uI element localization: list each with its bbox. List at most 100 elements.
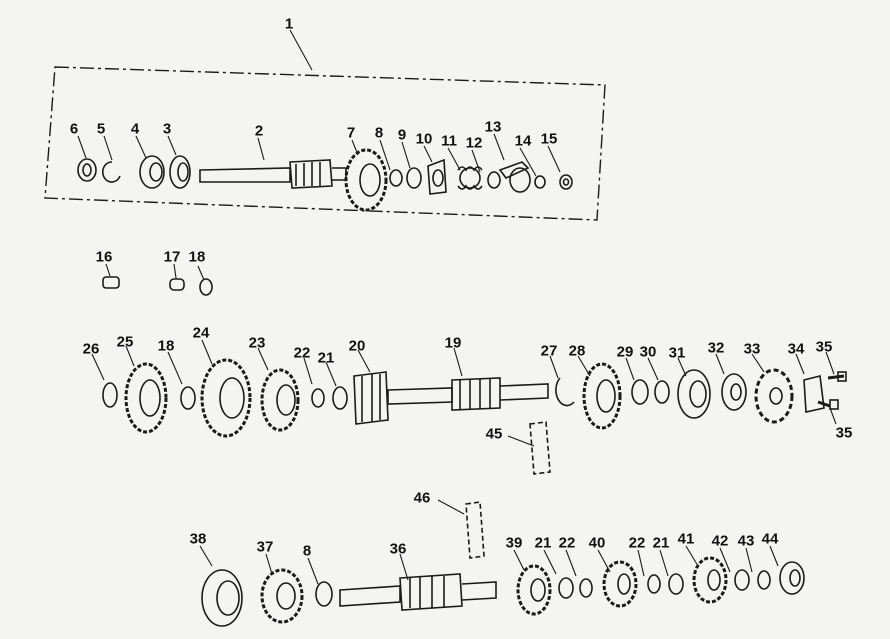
washer-43 [757, 570, 771, 590]
leader-lines-top [77, 29, 561, 177]
callout-32: 32 [707, 339, 725, 357]
pin-17 [169, 278, 185, 291]
bearing-44 [779, 561, 805, 595]
callout-1: 1 [284, 15, 294, 33]
callout-40: 40 [588, 534, 606, 552]
callout-20: 20 [348, 337, 366, 355]
callout-31: 31 [668, 344, 686, 362]
bolt-35-bottom [817, 400, 831, 408]
bearing-4 [139, 155, 165, 189]
callout-2: 2 [254, 122, 264, 140]
callout-25: 25 [116, 333, 134, 351]
callout-41: 41 [677, 530, 695, 548]
shaft-2 [199, 159, 347, 189]
callout-8: 8 [374, 124, 384, 142]
washer-29 [631, 379, 649, 405]
leader-lines-mid [105, 263, 205, 281]
bushing-32 [721, 373, 747, 411]
callout-35-bottom: 35 [835, 424, 853, 442]
ring-22-bottom-a [579, 578, 593, 598]
callout-34: 34 [787, 340, 805, 358]
callout-33: 33 [743, 340, 761, 358]
washer-8-bottom [315, 581, 333, 607]
callout-28: 28 [568, 342, 586, 360]
gear-24 [200, 358, 252, 438]
callout-8-bottom: 8 [302, 542, 312, 560]
gear-7 [344, 148, 388, 212]
washer-18-top [199, 278, 213, 296]
callout-26: 26 [82, 340, 100, 358]
callout-3: 3 [162, 120, 172, 138]
washer-30 [654, 380, 670, 404]
callout-9: 9 [397, 126, 407, 144]
callout-18-mid: 18 [157, 337, 175, 355]
washer-6 [77, 158, 97, 182]
shaft-36 [339, 573, 497, 611]
callout-19: 19 [444, 334, 462, 352]
callout-11: 11 [441, 132, 457, 150]
washer-26 [102, 382, 118, 408]
gear-37 [260, 568, 304, 624]
lock-plate-34 [803, 375, 825, 413]
callout-29: 29 [616, 343, 634, 361]
callout-43: 43 [737, 532, 755, 550]
circlip-27 [555, 377, 575, 407]
ring-22-mid [311, 388, 325, 408]
callout-17: 17 [163, 248, 181, 266]
callout-23: 23 [248, 334, 266, 352]
bolt-35-top [827, 374, 845, 380]
washer-18-mid [180, 386, 196, 410]
callout-15: 15 [540, 130, 558, 148]
spacer-46 [465, 501, 485, 559]
sprocket-33 [754, 368, 794, 424]
gear-20 [353, 371, 389, 425]
callout-18-top: 18 [188, 248, 206, 266]
gear-23 [260, 368, 300, 432]
spring-11 [457, 166, 483, 172]
spacer-45 [529, 421, 551, 475]
washer-14 [534, 175, 546, 189]
gear-25 [124, 362, 168, 434]
callout-4: 4 [130, 120, 140, 138]
gear-40 [602, 560, 638, 608]
gear-41 [692, 556, 728, 604]
callout-22-bottom-a: 22 [558, 534, 576, 552]
lever-13 [498, 161, 530, 179]
assembly-frame [44, 66, 606, 221]
callout-13: 13 [484, 118, 502, 136]
callout-5: 5 [96, 120, 106, 138]
callout-45: 45 [485, 425, 503, 443]
gear-39 [516, 564, 552, 616]
washer-21-bottom-b [668, 573, 684, 595]
callout-6: 6 [69, 120, 79, 138]
washer-15 [559, 174, 573, 190]
gear-28 [582, 362, 622, 430]
callout-27: 27 [540, 342, 558, 360]
callout-21-bottom-b: 21 [652, 534, 670, 552]
seal-3 [169, 155, 191, 189]
washer-21-bottom-a [558, 577, 574, 599]
callout-16: 16 [95, 248, 113, 266]
callout-12: 12 [465, 134, 483, 152]
leader-lines-bottom [199, 499, 779, 585]
callout-42: 42 [711, 532, 729, 550]
callout-46: 46 [413, 489, 431, 507]
callout-38: 38 [189, 530, 207, 548]
pin-16 [102, 276, 120, 289]
bearing-38 [201, 569, 243, 627]
callout-22-bottom-b: 22 [628, 534, 646, 552]
washer-8 [389, 169, 403, 187]
leader-lines-middle [91, 339, 837, 447]
callout-30: 30 [639, 343, 657, 361]
callout-24: 24 [192, 324, 210, 342]
washer-12 [487, 171, 501, 189]
callout-36: 36 [389, 540, 407, 558]
cam-10 [427, 158, 447, 195]
washer-21-mid [332, 386, 348, 410]
callout-7: 7 [346, 124, 356, 142]
callout-44: 44 [761, 530, 779, 548]
callout-21-bottom-a: 21 [534, 534, 552, 552]
callout-39: 39 [505, 534, 523, 552]
